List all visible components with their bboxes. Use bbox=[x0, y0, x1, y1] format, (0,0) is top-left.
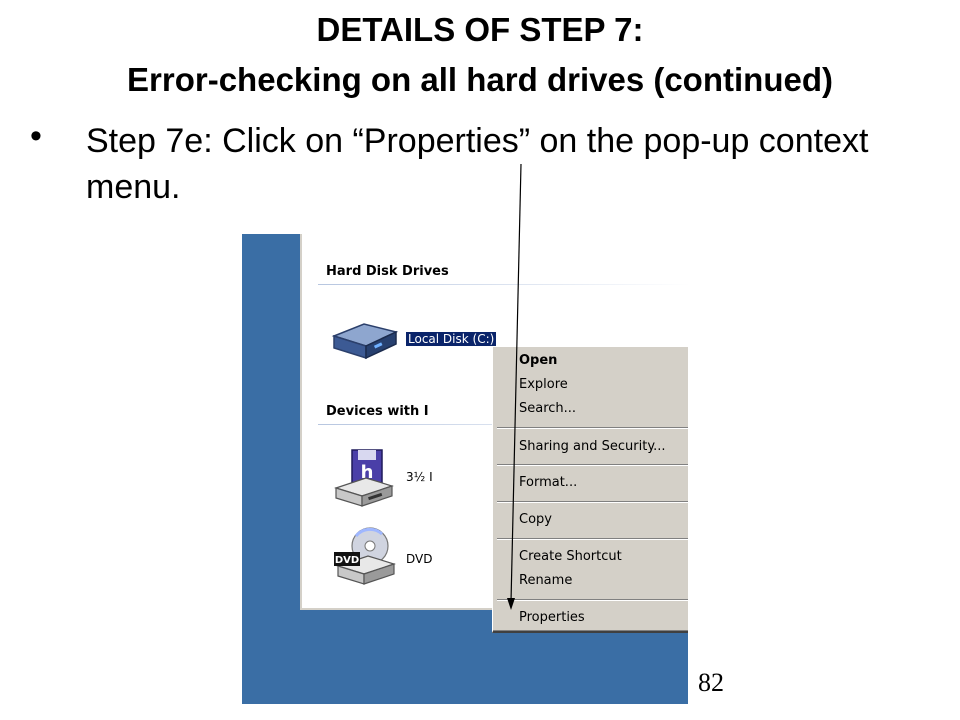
svg-text:h: h bbox=[361, 462, 374, 483]
floppy-drive-icon[interactable]: h bbox=[332, 448, 396, 510]
screenshot-desktop: Hard Disk Drives Local Disk (C:) Devices… bbox=[242, 234, 688, 704]
bullet-symbol: • bbox=[30, 117, 42, 155]
slide-title-line-2: Error-checking on all hard drives (conti… bbox=[127, 61, 833, 98]
menu-separator bbox=[497, 427, 688, 429]
drive-label-dvd[interactable]: DVD bbox=[406, 552, 433, 566]
menu-separator bbox=[497, 464, 688, 466]
menu-item-copy[interactable]: Copy bbox=[519, 512, 552, 527]
menu-item-explore[interactable]: Explore bbox=[519, 377, 568, 392]
dvd-drive-icon[interactable]: DVD bbox=[332, 526, 398, 590]
menu-item-rename[interactable]: Rename bbox=[519, 573, 573, 588]
page-number: 82 bbox=[698, 668, 724, 697]
menu-separator bbox=[497, 599, 688, 601]
group-header-removable-devices: Devices with I bbox=[326, 404, 429, 419]
menu-separator bbox=[497, 501, 688, 503]
menu-item-properties[interactable]: Properties bbox=[519, 610, 585, 625]
menu-item-search[interactable]: Search... bbox=[519, 401, 577, 416]
group-divider bbox=[318, 284, 688, 285]
menu-item-open[interactable]: Open bbox=[519, 353, 558, 368]
group-header-hard-disk-drives: Hard Disk Drives bbox=[326, 264, 449, 279]
dvd-badge-text: DVD bbox=[335, 555, 359, 566]
context-menu: Open Explore Search... Sharing and Secur… bbox=[492, 346, 688, 633]
my-computer-window: Hard Disk Drives Local Disk (C:) Devices… bbox=[300, 234, 688, 633]
drive-label-floppy[interactable]: 3½ I bbox=[406, 470, 433, 484]
menu-item-format[interactable]: Format... bbox=[519, 475, 578, 490]
slide-title-line-1: DETAILS OF STEP 7: bbox=[316, 11, 644, 48]
hard-disk-icon[interactable] bbox=[330, 318, 400, 360]
menu-item-sharing-security[interactable]: Sharing and Security... bbox=[519, 439, 666, 454]
menu-separator bbox=[497, 538, 688, 540]
bullet-text: Step 7e: Click on “Properties” on the po… bbox=[86, 122, 869, 206]
drive-label-local-disk[interactable]: Local Disk (C:) bbox=[404, 331, 498, 347]
menu-item-create-shortcut[interactable]: Create Shortcut bbox=[519, 549, 622, 564]
